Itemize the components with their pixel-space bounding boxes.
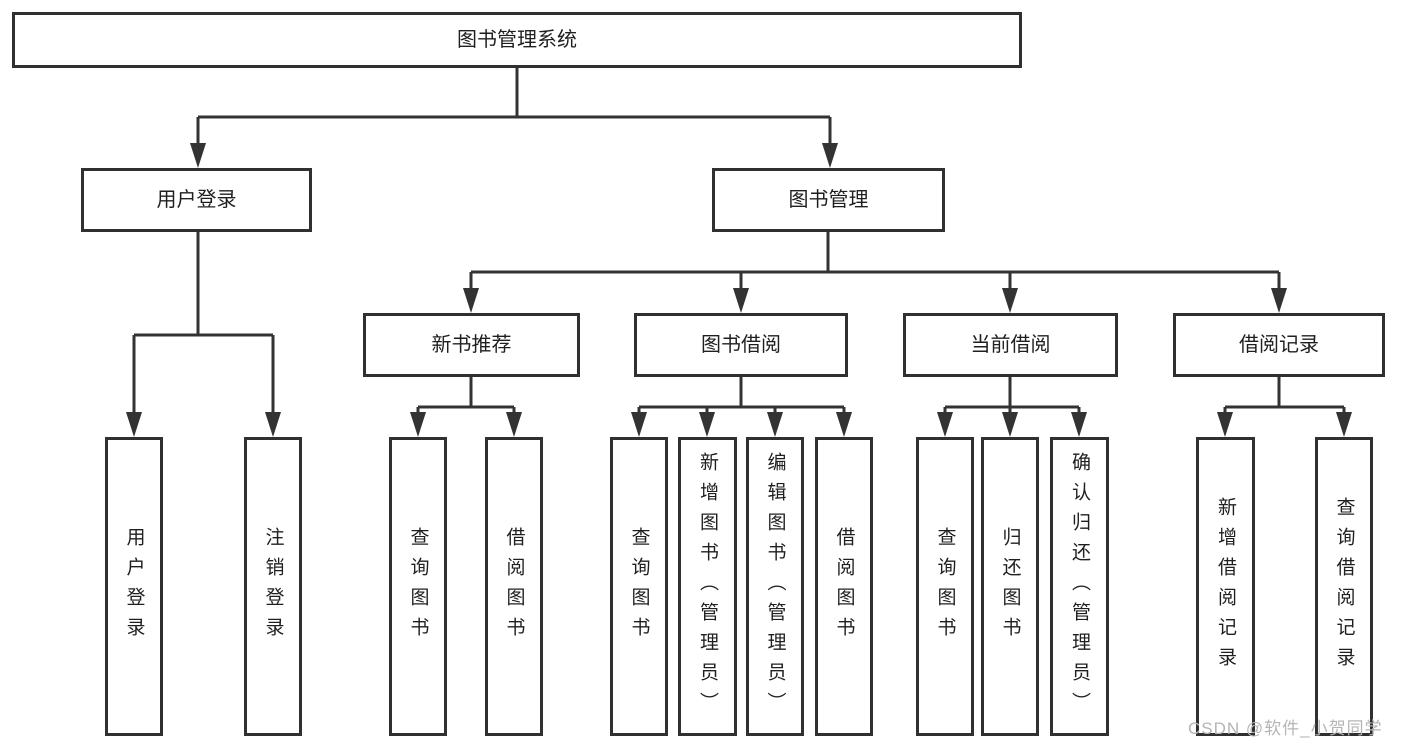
node-label: 图书管理 — [788, 189, 869, 211]
leaf-edit-books-admin: 编辑图书（管理员） — [746, 437, 804, 736]
leaf-label: 归还图书 — [999, 526, 1021, 647]
node-user-login: 用户登录 — [81, 168, 312, 232]
leaf-label: 确认归还（管理员） — [1069, 451, 1090, 722]
node-label: 借阅记录 — [1239, 334, 1319, 356]
leaf-label: 注销登录 — [262, 526, 284, 647]
leaf-label: 借阅图书 — [833, 526, 855, 647]
leaf-user-login: 用户登录 — [105, 437, 163, 736]
node-label: 图书借阅 — [701, 334, 781, 356]
node-label: 图书管理系统 — [457, 29, 577, 51]
csdn-watermark: CSDN @软件_小贺同学 — [1188, 719, 1383, 738]
leaf-return-books: 归还图书 — [981, 437, 1039, 736]
leaf-label: 查询借阅记录 — [1333, 496, 1355, 677]
leaf-add-books-admin: 新增图书（管理员） — [678, 437, 737, 736]
leaf-confirm-return-admin: 确认归还（管理员） — [1050, 437, 1109, 736]
node-book-management: 图书管理 — [712, 168, 945, 232]
node-book-borrow: 图书借阅 — [634, 313, 848, 377]
leaf-borrow-books: 借阅图书 — [815, 437, 873, 736]
leaf-query-books-current: 查询图书 — [916, 437, 974, 736]
leaf-label: 查询图书 — [628, 526, 650, 647]
node-label: 用户登录 — [156, 189, 237, 211]
arrowheads — [126, 143, 1352, 437]
leaf-add-borrow-record: 新增借阅记录 — [1196, 437, 1255, 736]
leaf-label: 查询图书 — [407, 526, 429, 647]
node-borrow-records: 借阅记录 — [1173, 313, 1385, 377]
leaf-label: 编辑图书（管理员） — [764, 451, 786, 722]
node-label: 当前借阅 — [970, 334, 1051, 356]
leaf-label: 借阅图书 — [503, 526, 525, 647]
leaf-query-books-newbooks: 查询图书 — [389, 437, 447, 736]
node-new-book-recommend: 新书推荐 — [363, 313, 580, 377]
leaf-query-books-borrow: 查询图书 — [610, 437, 668, 736]
leaf-label: 查询图书 — [934, 526, 956, 647]
leaf-label: 新增借阅记录 — [1215, 496, 1236, 677]
leaf-query-borrow-record: 查询借阅记录 — [1315, 437, 1373, 736]
leaf-borrow-books-newbooks: 借阅图书 — [485, 437, 543, 736]
node-root-library-system: 图书管理系统 — [12, 12, 1022, 68]
leaf-label: 新增图书（管理员） — [697, 451, 718, 722]
leaf-label: 用户登录 — [123, 526, 145, 647]
leaf-logout: 注销登录 — [244, 437, 302, 736]
node-label: 新书推荐 — [431, 334, 512, 356]
node-current-borrow: 当前借阅 — [903, 313, 1118, 377]
